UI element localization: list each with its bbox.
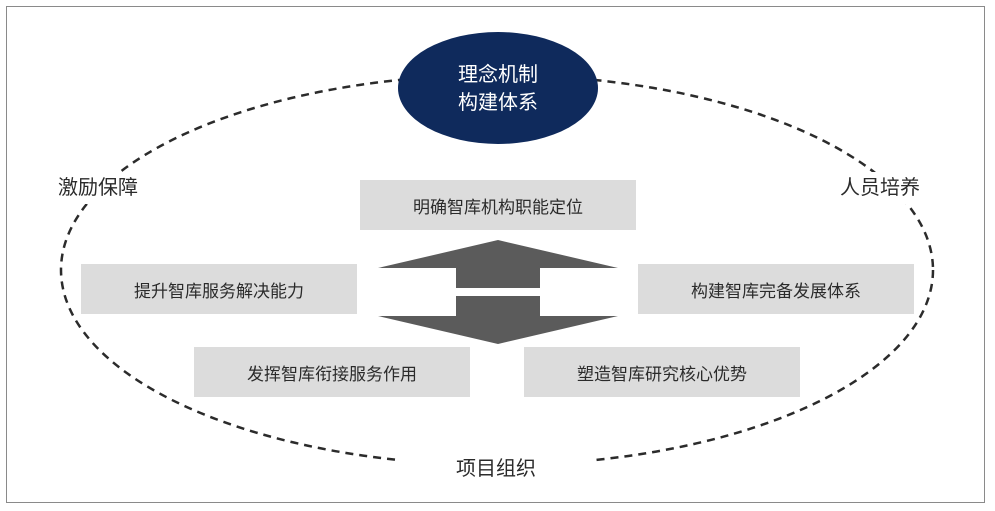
box-research-advantage: 塑造智库研究核心优势	[524, 347, 800, 397]
center-title-line-1: 理念机制	[458, 62, 538, 86]
center-title-line-2: 构建体系	[458, 90, 538, 114]
label-project: 项目组织	[452, 456, 540, 480]
up-arrow	[378, 240, 618, 288]
center-ellipse-text: 理念机制 构建体系	[398, 32, 598, 144]
center-ellipse	[398, 32, 598, 144]
box-system: 构建智库完备发展体系	[638, 264, 914, 314]
box-capability: 提升智库服务解决能力	[81, 264, 357, 314]
box-positioning: 明确智库机构职能定位	[360, 180, 636, 230]
box-bridge-role: 发挥智库衔接服务作用	[194, 347, 470, 397]
down-arrow	[378, 296, 618, 344]
label-talent: 人员培养	[836, 175, 924, 199]
label-incentive: 激励保障	[54, 175, 142, 199]
